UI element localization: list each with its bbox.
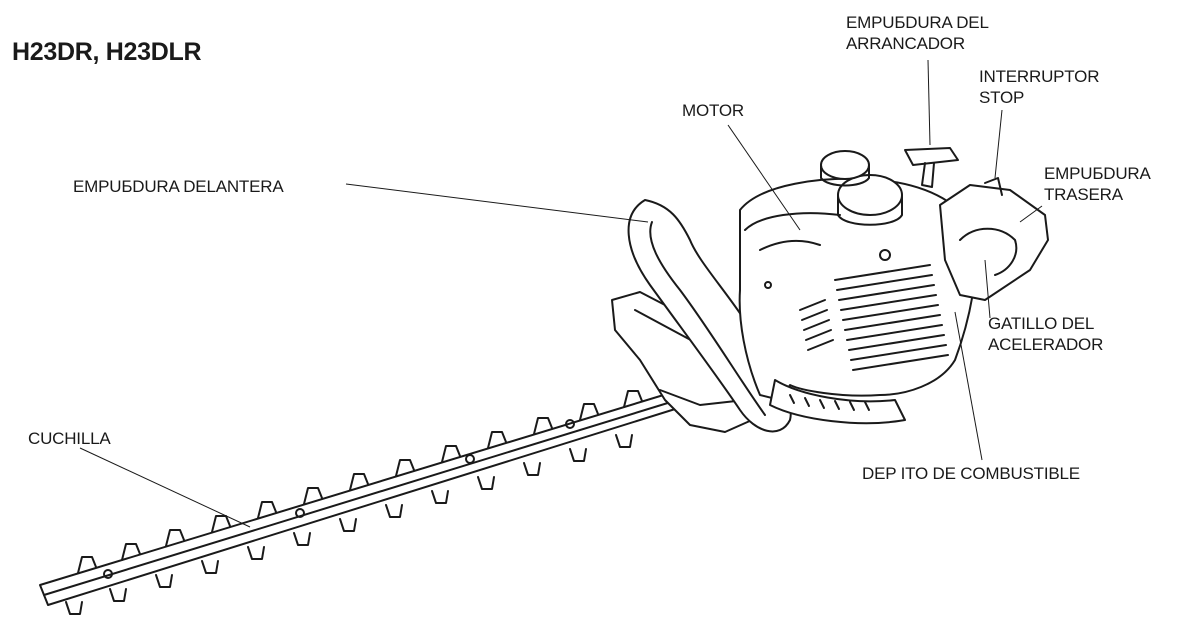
label-rear-handle: EMPUБDURA TRASERA: [1044, 164, 1151, 204]
label-front-handle: EMPUБDURA DELANTERA: [73, 177, 284, 196]
fuel-tank: [769, 379, 906, 425]
leader-rear-handle: [1019, 205, 1043, 223]
label-throttle-trigger: GATILLO DEL ACELERADOR: [988, 314, 1104, 354]
starter-handle: [904, 147, 959, 188]
leader-stop-switch: [994, 109, 1003, 179]
engine-body: [738, 150, 978, 401]
blade: [39, 389, 689, 615]
label-fuel-tank: DEP ITO DE COMBUSTIBLE: [862, 464, 1080, 483]
leader-fuel-tank: [954, 311, 983, 461]
label-blade: CUCHILLA: [28, 429, 111, 448]
leader-front-handle: [345, 183, 649, 223]
leader-starter-handle: [927, 59, 931, 146]
leader-blade: [79, 447, 251, 528]
label-stop-switch: INTERRUPTOR STOP: [979, 67, 1100, 107]
front-handle: [627, 199, 792, 433]
blade-teeth-top: [77, 390, 643, 574]
rear-handle: [939, 177, 1049, 301]
leader-motor: [727, 124, 801, 231]
leader-throttle-trigger: [984, 259, 991, 319]
cooling-grille: [799, 299, 834, 351]
label-motor: MOTOR: [682, 101, 744, 120]
label-starter-handle: EMPUБDURA DEL ARRANCADOR: [846, 13, 989, 53]
blade-rivets: [103, 419, 575, 579]
diagram-title: H23DR, H23DLR: [12, 38, 202, 66]
leader-lines: [79, 59, 1043, 528]
air-filter-grille: [834, 264, 949, 371]
blade-teeth-bottom: [65, 434, 633, 615]
